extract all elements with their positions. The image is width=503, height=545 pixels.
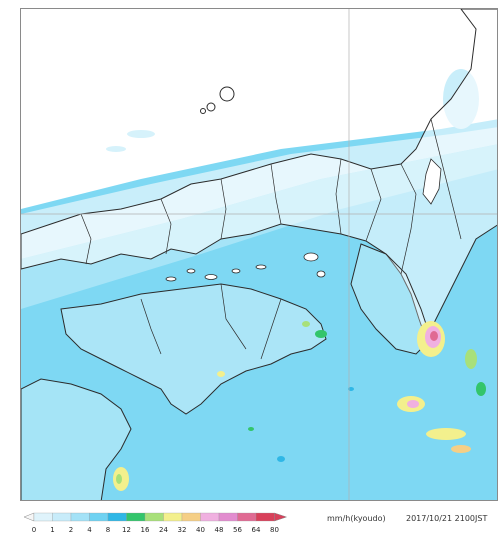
legend-tick-label: 12 (122, 526, 131, 534)
legend-swatch (163, 512, 183, 522)
legend-tick-label: 56 (233, 526, 242, 534)
legend-tick-label: 0 (32, 526, 36, 534)
light-precip-cell (106, 146, 126, 152)
lat-lon-grid (21, 9, 497, 500)
legend-swatch (255, 512, 275, 522)
legend-swatch (52, 512, 72, 522)
legend-tick-label: 40 (196, 526, 205, 534)
no-precip-north (21, 9, 497, 209)
timestamp: 2017/10/21 2100JST (406, 514, 488, 523)
legend-tick-label: 1 (50, 526, 54, 534)
legend-tick-label: 24 (159, 526, 168, 534)
radar-map-canvas (21, 9, 497, 500)
prefecture-boundaries (80, 118, 462, 360)
legend-swatch (33, 512, 53, 522)
legend-swatch (144, 512, 164, 522)
legend-tick-label: 4 (87, 526, 92, 534)
legend-tick-label: 80 (270, 526, 279, 534)
legend-swatch (126, 512, 146, 522)
legend-swatch (181, 512, 201, 522)
light-precip-cell (127, 130, 155, 138)
lake-biwa (422, 158, 442, 205)
oki-island (219, 86, 235, 102)
legend-swatch (237, 512, 257, 522)
radar-map (20, 8, 498, 501)
legend-swatch (70, 512, 90, 522)
rain-cells (113, 321, 486, 491)
legend-unit: mm/h(kyoudo) (327, 514, 386, 523)
legend-tick-label: 16 (141, 526, 150, 534)
legend-tick-label: 48 (215, 526, 224, 534)
legend-tick-label: 32 (178, 526, 187, 534)
kii-peninsula (350, 243, 432, 355)
honshu-land (21, 9, 497, 341)
legend-arrow-right (274, 512, 288, 522)
legend-swatch (107, 512, 127, 522)
legend-swatch (218, 512, 238, 522)
oki-island (200, 108, 206, 114)
legend-arrow-left (23, 512, 35, 522)
legend-tick-label: 64 (252, 526, 261, 534)
legend-tick-label: 2 (69, 526, 73, 534)
inland-sea-islands (165, 252, 326, 282)
kyushu-land (21, 378, 132, 500)
legend-swatch (200, 512, 220, 522)
legend-tick-label: 8 (106, 526, 110, 534)
oki-island (206, 102, 216, 112)
legend-swatch (89, 512, 109, 522)
